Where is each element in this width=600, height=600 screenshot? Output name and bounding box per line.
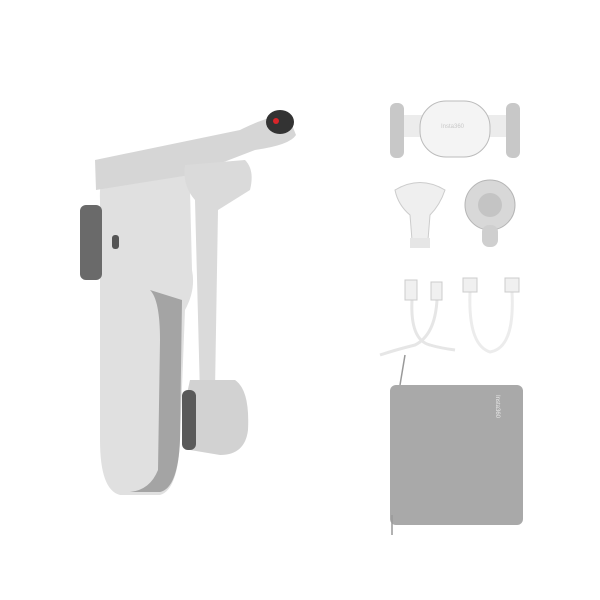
magnetic-mount [464,179,516,247]
usb-c-charging-cable [379,279,456,357]
phone-clamp [390,100,520,158]
pouch-logo: Insta360 [494,395,500,419]
usb-c-to-usb-c-cable [462,277,520,354]
gimbal-stabilizer [80,110,296,495]
clamp-logo: Insta360 [441,124,465,130]
storage-pouch [390,354,523,535]
tripod-mount [394,182,446,248]
